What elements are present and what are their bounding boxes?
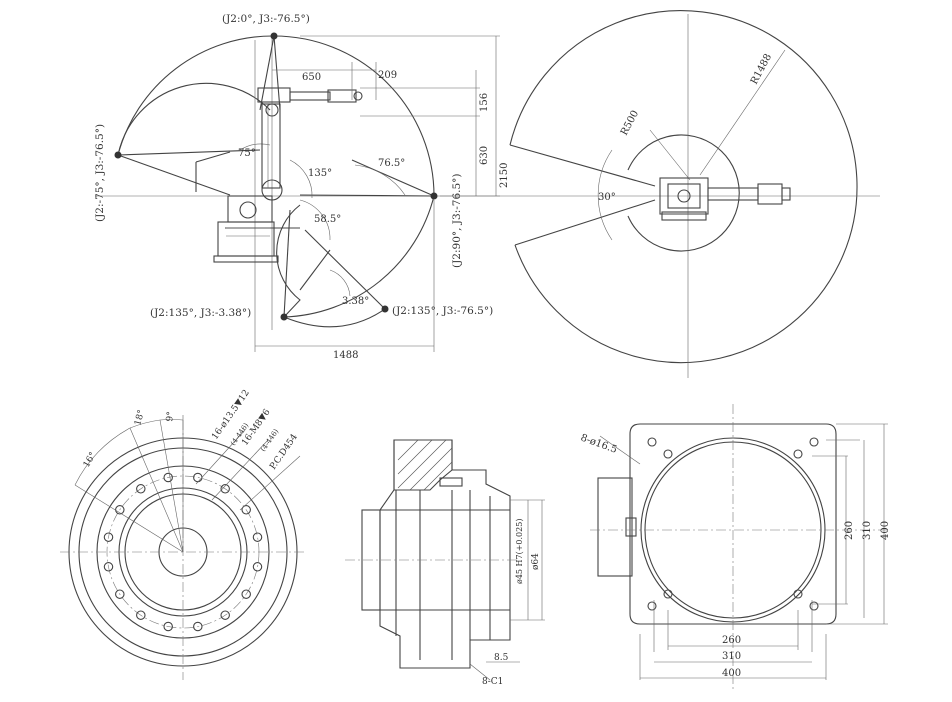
- pose-label-right: (J2:90°, J3:-76.5°): [451, 173, 463, 268]
- pose-label-bottom-right: (J2:135°, J3:-76.5°): [392, 305, 493, 317]
- pose-point-right: [430, 192, 438, 200]
- section-view: [345, 439, 545, 681]
- pose-label-top: (J2:0°, J3:-76.5°): [222, 13, 310, 25]
- mounting-hole: [647, 437, 657, 447]
- angle-label-58-5: 58.5°: [314, 214, 341, 225]
- base-dim-310-h: 310: [722, 651, 741, 662]
- angle-label-3-38: 3.38°: [342, 296, 369, 307]
- bolt-hole: [115, 589, 125, 599]
- base-dim-400-h: 400: [722, 668, 741, 679]
- base-dim-260-v: 260: [844, 521, 855, 540]
- bolt-hole: [163, 621, 173, 632]
- pose-point-left: [114, 151, 122, 159]
- mounting-hole: [663, 589, 673, 599]
- radius-label-outer: R1488: [749, 52, 774, 86]
- bolt-hole: [103, 562, 114, 572]
- pose-point-bottom-left: [280, 313, 288, 321]
- section-dia-45: ø45 H7(+0.025): [515, 519, 524, 584]
- pose-point-top: [270, 32, 278, 40]
- dim-label-650-h: 650: [302, 72, 321, 83]
- bolt-hole: [115, 505, 125, 515]
- angle-label-76-5: 76.5°: [378, 158, 405, 169]
- top-view: [500, 10, 880, 378]
- base-mounting-holes: [647, 437, 819, 611]
- bolt-hole: [136, 484, 146, 494]
- dim-label-630: 630: [479, 146, 490, 165]
- pose-label-bottom-left: (J2:135°, J3:-3.38°): [150, 307, 251, 319]
- flange-angle-16: 16°: [82, 451, 99, 470]
- pose-label-left: (J2:-75°, J3:-76.5°): [94, 124, 106, 222]
- dim-label-2150: 2150: [499, 163, 510, 188]
- bolt-hole: [241, 589, 251, 599]
- bolt-hole: [103, 532, 114, 542]
- bolt-hole: [241, 505, 251, 515]
- mounting-hole: [793, 449, 803, 459]
- base-holes-label: 8-ø16.5: [579, 432, 618, 455]
- bolt-hole: [252, 562, 263, 572]
- angle-label-135: 135°: [308, 168, 332, 179]
- base-dim-260-h: 260: [722, 635, 741, 646]
- bolt-hole: [252, 532, 263, 542]
- base-view: [590, 404, 890, 690]
- dim-label-1488: 1488: [333, 350, 358, 361]
- bolt-hole: [220, 610, 230, 620]
- dim-label-156: 156: [479, 93, 490, 112]
- mounting-hole: [647, 601, 657, 611]
- bolt-hole: [193, 472, 203, 483]
- bolt-hole: [220, 484, 230, 494]
- mounting-hole: [663, 449, 673, 459]
- side-view: [95, 32, 500, 352]
- flange-angle-18: 18°: [133, 409, 147, 427]
- angle-label-75: 75°: [238, 148, 256, 159]
- base-dim-310-v: 310: [862, 521, 873, 540]
- base-dim-400-v: 400: [880, 521, 891, 540]
- bolt-hole: [193, 621, 203, 632]
- flange-hole-b-sub: (4-446): [259, 427, 280, 453]
- section-dim-8-5: 8.5: [494, 653, 509, 663]
- radius-label-inner: R500: [619, 109, 641, 138]
- mounting-hole: [809, 601, 819, 611]
- bolt-hole: [136, 610, 146, 620]
- mounting-hole: [809, 437, 819, 447]
- flange-view: [60, 415, 306, 680]
- pose-point-bottom-right: [381, 305, 389, 313]
- section-dia-64: ø64: [531, 553, 541, 570]
- bolt-hole: [163, 472, 173, 483]
- section-chamfer: 8-C1: [482, 677, 503, 687]
- angle-label-30: 30°: [598, 192, 616, 203]
- dim-label-209: 209: [378, 70, 397, 81]
- mounting-hole: [793, 589, 803, 599]
- flange-angle-9: 9°: [165, 411, 176, 423]
